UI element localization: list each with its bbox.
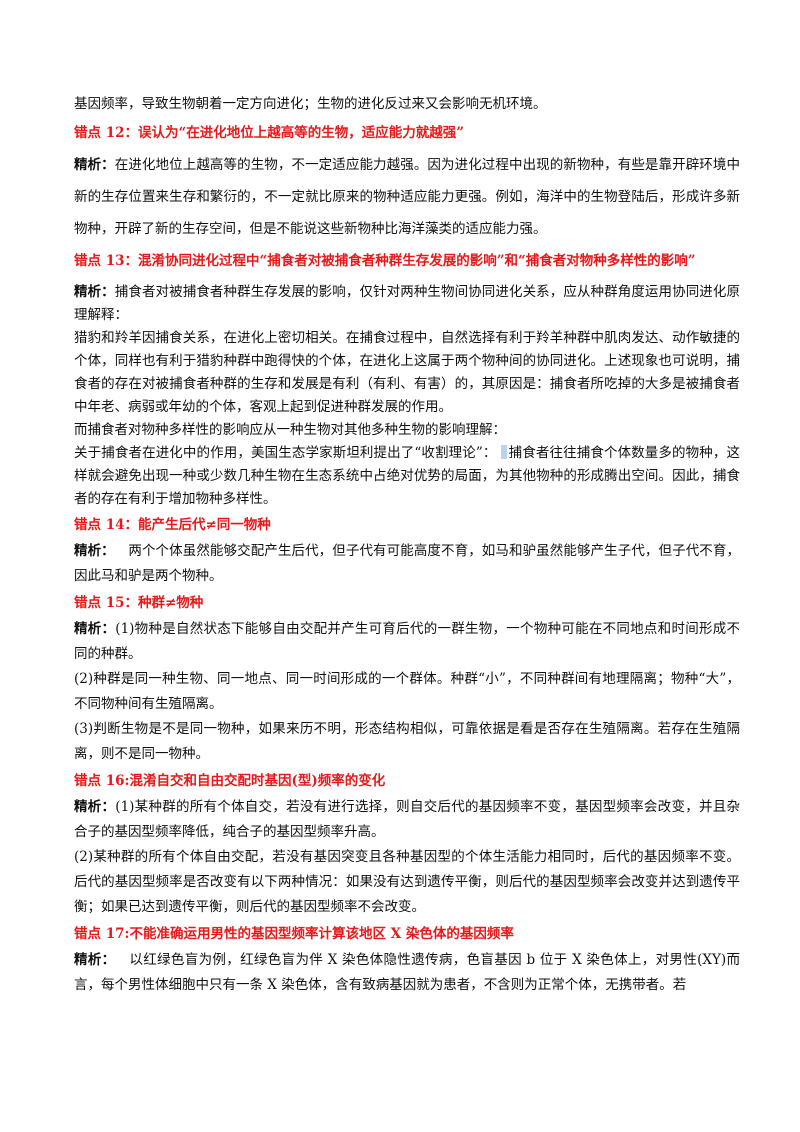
section-13-para-2: 猎豹和羚羊因捕食关系，在进化上密切相关。在捕食过程中，自然选择有利于羚羊种群中肌… — [74, 330, 740, 415]
jingxi-label: 精析： — [74, 799, 116, 815]
section-13-para-1: 精析：捕食者对被捕食者种群生存发展的影响，仅针对两种生物间协同进化关系，应从种群… — [74, 281, 740, 327]
section-16-para-2: (2)某种群的所有个体自由交配，若没有基因突变且各种基因型的个体生活能力相同时，… — [74, 849, 740, 915]
jingxi-label: 精析： — [74, 952, 116, 968]
jingxi-label: 精析： — [74, 543, 115, 559]
section-16-text-1: (1)某种群的所有个体自交，若没有进行选择，则自交后代的基因频率不变，基因型频率… — [74, 799, 741, 840]
section-13-text-4: 关于捕食者在进化中的作用，美国生态学家斯坦利提出了“收割理论”： — [74, 445, 497, 461]
section-13-text-1: 捕食者对被捕食者种群生存发展的影响，仅针对两种生物间协同进化关系，应从种群角度运… — [74, 284, 740, 323]
section-13-para-3: 而捕食者对物种多样性的影响应从一种生物对其他多种生物的影响理解： — [74, 422, 506, 438]
intro-text: 基因频率，导致生物朝着一定方向进化；生物的进化反过来又会影响无机环境。 — [74, 96, 547, 112]
section-title-13: 错点 13：混淆协同进化过程中“捕食者对被捕食者种群生存发展的影响”和“捕食者对… — [74, 253, 696, 269]
jingxi-label: 精析： — [74, 284, 115, 300]
section-12-text: 在进化地位上越高等的生物，不一定适应能力越强。因为进化过程中出现的新物种，有些是… — [74, 157, 740, 237]
section-15-text-1: (1)物种是自然状态下能够自由交配并产生可育后代的一群生物，一个物种可能在不同地… — [74, 621, 741, 662]
section-14-text: 两个个体虽然能够交配产生后代，但子代有可能高度不育，如马和驴虽然能够产生子代，但… — [74, 543, 740, 584]
section-title-17: 错点 17:不能准确运用男性的基因型频率计算该地区 X 染色体的基因频率 — [74, 926, 514, 942]
jingxi-label: 精析： — [74, 621, 116, 637]
section-15-para-2: (2)种群是同一种生物、同一地点、同一时间形成的一个群体。种群“小”，不同种群间… — [74, 671, 740, 712]
section-12-para: 精析：在进化地位上越高等的生物，不一定适应能力越强。因为进化过程中出现的新物种，… — [74, 149, 740, 245]
section-17-para: 精析： 以红绿色盲为例，红绿色盲为伴 X 染色体隐性遗传病，色盲基因 b 位于 … — [74, 948, 740, 998]
section-title-12: 错点 12：误认为“在进化地位上越高等的生物，适应能力就越强” — [74, 125, 465, 141]
section-14-para: 精析： 两个个体虽然能够交配产生后代，但子代有可能高度不育，如马和驴虽然能够产生… — [74, 539, 740, 589]
section-title-15: 错点 15：种群≠物种 — [74, 595, 204, 611]
section-title-16: 错点 16:混淆自交和自由交配时基因(型)频率的变化 — [74, 773, 386, 789]
text-cursor-icon — [500, 445, 507, 459]
section-13-text-5: 捕食者往往捕食个体数量多的物种，这样就会避免出现一种或少数几种生物在生态系统中占… — [74, 445, 741, 507]
section-17-text: 以红绿色盲为例，红绿色盲为伴 X 染色体隐性遗传病，色盲基因 b 位于 X 染色… — [74, 952, 741, 993]
section-15-para-3: (3)判断生物是不是同一物种，如果来历不明，形态结构相似，可靠依据是看是否存在生… — [74, 721, 740, 762]
section-title-14: 错点 14：能产生后代≠同一物种 — [74, 517, 271, 533]
jingxi-label: 精析： — [74, 157, 115, 173]
section-16-para-1: 精析：(1)某种群的所有个体自交，若没有进行选择，则自交后代的基因频率不变，基因… — [74, 795, 740, 845]
document-page: 基因频率，导致生物朝着一定方向进化；生物的进化反过来又会影响无机环境。 错点 1… — [74, 92, 740, 998]
section-13-para-4: 关于捕食者在进化中的作用，美国生态学家斯坦利提出了“收割理论”：捕食者往往捕食个… — [74, 442, 740, 511]
section-15-para-1: 精析：(1)物种是自然状态下能够自由交配并产生可育后代的一群生物，一个物种可能在… — [74, 617, 740, 667]
